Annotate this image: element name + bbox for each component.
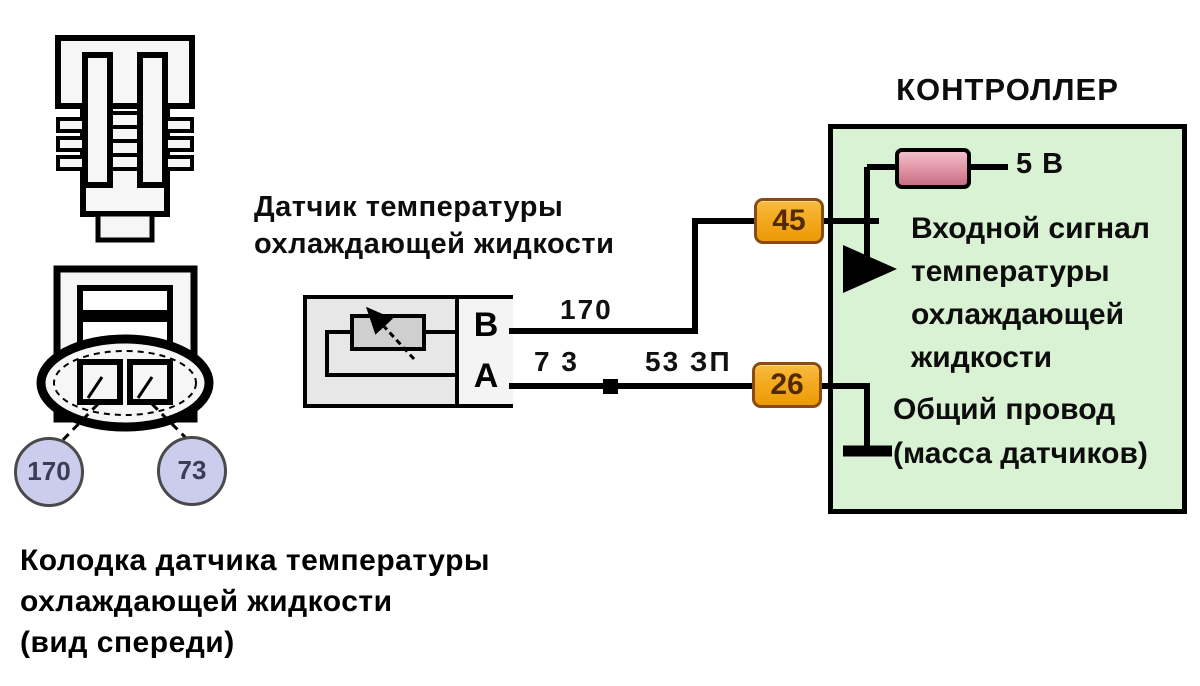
pin-45-badge: 45 xyxy=(754,198,824,244)
ground-text-line2: (масса датчиков) xyxy=(893,437,1148,470)
caption-line2: охлаждающей жидкости xyxy=(20,585,393,618)
connector-side-view xyxy=(55,35,195,243)
splice-junction xyxy=(603,379,618,394)
cavity-circle-170: 170 xyxy=(14,437,84,507)
input-signal-text: Входной сигнал температуры охлаждающей ж… xyxy=(911,207,1150,379)
sensor-label-line2: охлаждающей жидкости xyxy=(254,228,615,260)
controller-title: КОНТРОЛЛЕР xyxy=(896,72,1119,107)
supply-5v-label: 5 В xyxy=(1016,148,1065,180)
sensor-label-line1: Датчик температуры xyxy=(254,191,564,223)
sensor-label: Датчик температуры охлаждающей жидкости xyxy=(254,189,614,263)
cavity-circle-73: 73 xyxy=(157,436,227,506)
ground-text: Общий провод (масса датчиков) xyxy=(893,388,1148,476)
wire-label-53-zp: 53 ЗП xyxy=(645,346,732,377)
input-signal-line4: жидкости xyxy=(911,341,1053,374)
pin-26-badge: 26 xyxy=(752,362,822,408)
input-signal-line1: Входной сигнал xyxy=(911,212,1150,245)
caption-line1: Колодка датчика температуры xyxy=(20,544,491,577)
ground-text-line1: Общий провод xyxy=(893,393,1116,426)
input-signal-line3: охлаждающей xyxy=(911,298,1125,331)
sensor-terminal-a: А xyxy=(455,351,513,408)
input-signal-line2: температуры xyxy=(911,255,1110,288)
sensor-terminal-b: В xyxy=(455,295,513,355)
wire-label-170: 170 xyxy=(560,294,613,325)
connector-front-view xyxy=(36,265,214,448)
wire-label-7-3: 7 3 xyxy=(534,346,579,377)
connector-caption: Колодка датчика температуры охлаждающей … xyxy=(20,540,490,663)
connector-ladder xyxy=(110,111,140,171)
caption-line3: (вид спереди) xyxy=(20,626,235,659)
